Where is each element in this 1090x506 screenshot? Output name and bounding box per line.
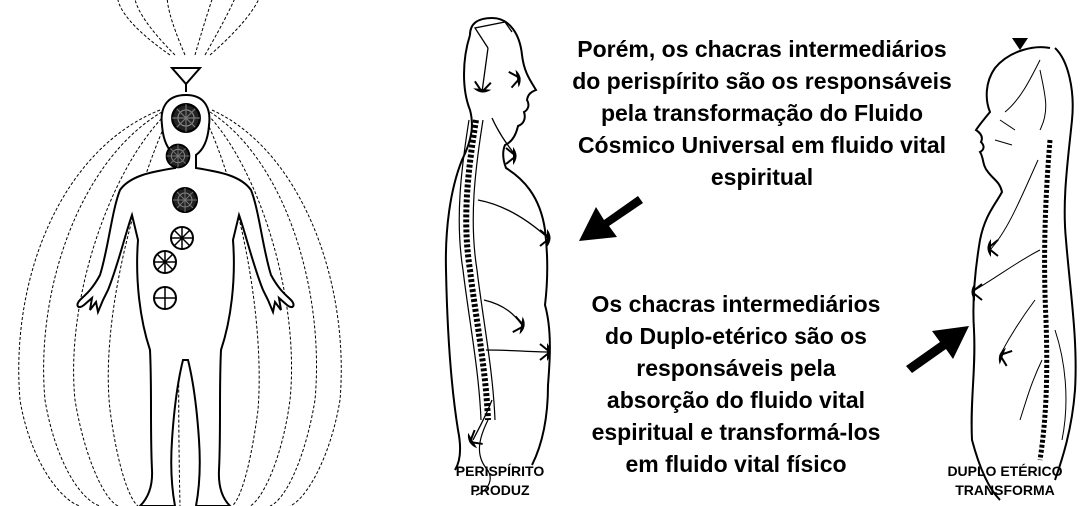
caption-line: PERISPÍRITO <box>440 462 560 481</box>
spine-icon <box>459 120 495 495</box>
arrow-down-left-icon <box>579 196 643 241</box>
cone-abdomen-icon <box>513 315 526 335</box>
text-top-line: Porém, os chacras intermediários <box>534 33 990 65</box>
text-bottom-block: Os chacras intermediários do Duplo-etéri… <box>566 288 906 480</box>
caption-perispirit: PERISPÍRITO PRODUZ <box>440 462 560 500</box>
text-top-line: espiritual <box>534 161 990 193</box>
crown-funnel-icon <box>172 68 200 92</box>
caption-line: TRANSFORMA <box>934 481 1076 500</box>
text-top-line: pela transformação do Fluido <box>534 97 990 129</box>
chakra-crown-icon <box>172 104 200 132</box>
text-bottom-line: Os chacras intermediários <box>566 288 906 320</box>
text-bottom-line: do Duplo-etérico são os <box>566 320 906 352</box>
caption-line: DUPLO ETÉRICO <box>934 462 1076 481</box>
caption-line: PRODUZ <box>440 481 560 500</box>
chakra-heart-icon <box>173 188 197 212</box>
chakra-root-icon <box>154 287 176 309</box>
chakra-solar-plexus-icon <box>171 227 193 249</box>
text-bottom-line: responsáveis pela <box>566 352 906 384</box>
chakra-sacral-icon <box>154 251 176 273</box>
caption-etheric-double: DUPLO ETÉRICO TRANSFORMA <box>934 462 1076 500</box>
text-bottom-line: absorção do fluido vital <box>566 384 906 416</box>
cone-neck-icon <box>988 239 999 257</box>
cone-eye-icon <box>509 69 522 89</box>
cone-belly-icon <box>996 346 1012 367</box>
text-top-line: Cósmico Universal em fluido vital <box>534 129 990 161</box>
text-bottom-line: espiritual e transformá-los <box>566 416 906 448</box>
text-top-block: Porém, os chacras intermediários do peri… <box>534 33 990 193</box>
text-bottom-line: em fluido vital físico <box>566 448 906 480</box>
text-top-line: do perispírito são os responsáveis <box>534 65 990 97</box>
arrow-up-right-icon <box>906 326 969 373</box>
chakra-throat-icon <box>167 145 190 168</box>
